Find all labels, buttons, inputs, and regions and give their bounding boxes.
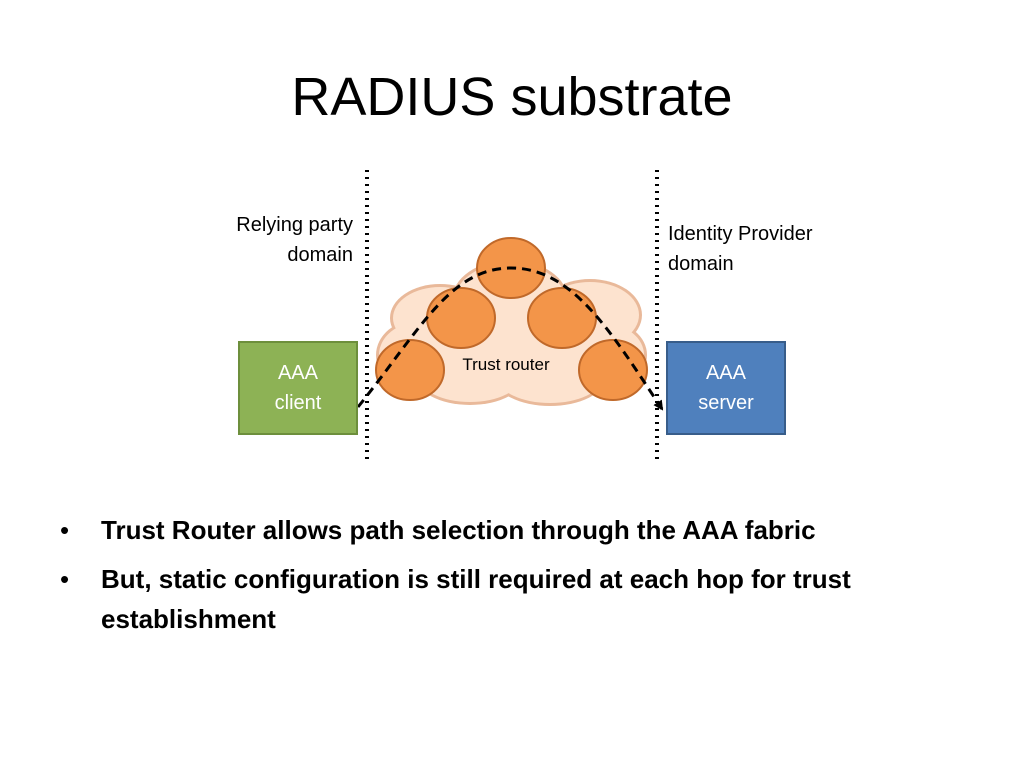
trust-path-arrow bbox=[356, 266, 664, 411]
bullet-item: • Trust Router allows path selection thr… bbox=[60, 510, 980, 550]
identity-provider-domain-label: Identity Provider domain bbox=[668, 223, 813, 275]
bullet-dot-icon: • bbox=[60, 515, 70, 545]
router-node-upper-right bbox=[527, 287, 597, 349]
router-node-lower-right bbox=[578, 339, 648, 401]
trust-router-label: Trust router bbox=[462, 355, 550, 374]
bullet-item: • But, static configuration is still req… bbox=[60, 559, 980, 639]
bullet-list: • Trust Router allows path selection thr… bbox=[60, 510, 980, 648]
aaa-client-box: AAA client bbox=[238, 341, 358, 435]
bullet-dot-icon: • bbox=[60, 564, 70, 594]
router-node-upper-left bbox=[426, 287, 496, 349]
relying-party-domain-label: Relying party domain bbox=[236, 214, 353, 266]
slide-title: RADIUS substrate bbox=[291, 67, 733, 127]
aaa-server-box: AAA server bbox=[666, 341, 786, 435]
router-node-lower-left bbox=[375, 339, 445, 401]
